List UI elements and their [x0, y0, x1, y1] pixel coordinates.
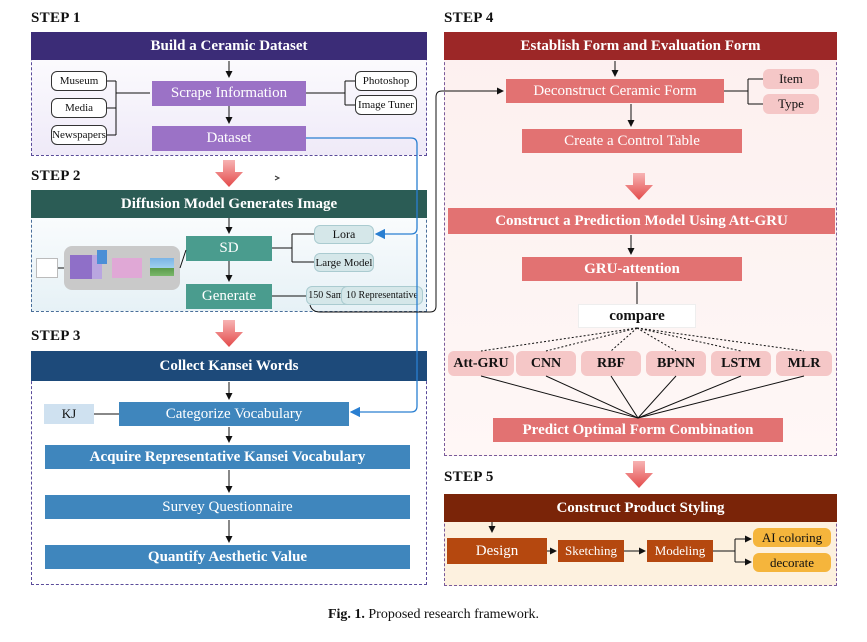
encoder-tail-block — [92, 255, 102, 279]
source-media: Media — [51, 98, 107, 118]
lora-connector — [272, 233, 314, 263]
step2-banner: Diffusion Model Generates Image — [31, 190, 427, 218]
tool-photoshop: Photoshop — [355, 71, 417, 91]
control-table-box: Create a Control Table — [522, 129, 742, 153]
step3-banner: Collect Kansei Words — [31, 351, 427, 381]
dataset-to-categorize-connector — [349, 234, 418, 418]
model-att-gru: Att-GRU — [448, 351, 514, 376]
step1-label: STEP 1 — [31, 10, 81, 26]
survey-questionnaire-box: Survey Questionnaire — [45, 495, 410, 519]
sketching-box: Sketching — [558, 540, 624, 562]
kj-box: KJ — [44, 404, 94, 424]
dataset-box: Dataset — [152, 126, 306, 151]
modeling-fork — [713, 539, 736, 562]
source-newspapers: Newspapers — [51, 125, 107, 145]
type-box: Type — [763, 94, 819, 114]
step3-label: STEP 3 — [31, 328, 81, 344]
tool-image-tuner: Image Tuner — [355, 95, 417, 115]
generate-box: Generate — [186, 284, 272, 309]
lora-box: Lora — [314, 225, 374, 244]
source-museum: Museum — [51, 71, 107, 91]
sd-box: SD — [186, 236, 272, 261]
step2-label: STEP 2 — [31, 168, 81, 184]
large-model-box: Large Model — [314, 253, 374, 272]
pipeline-connector — [179, 249, 187, 269]
deconstruct-form-box: Deconstruct Ceramic Form — [506, 79, 724, 103]
step4-banner: Establish Form and Evaluation Form — [444, 32, 837, 60]
quantify-aesthetic-box: Quantify Aesthetic Value — [45, 545, 410, 569]
scrape-information-box: Scrape Information — [152, 81, 306, 106]
model-bpnn: BPNN — [646, 351, 706, 376]
acquire-vocabulary-box: Acquire Representative Kansei Vocabulary — [45, 445, 410, 469]
ai-coloring-box: AI coloring — [753, 528, 831, 547]
latent-grid-icon — [97, 250, 107, 264]
diffusion-block — [112, 258, 142, 278]
figure-caption: Fig. 1. Proposed research framework. — [0, 607, 867, 623]
model-mlr: MLR — [776, 351, 832, 376]
samples-to-deconstruct-connector — [309, 87, 504, 313]
step5-banner: Construct Product Styling — [444, 494, 837, 522]
modeling-box: Modeling — [647, 540, 713, 562]
categorize-vocabulary-box: Categorize Vocabulary — [119, 402, 349, 426]
step4-label: STEP 4 — [444, 10, 494, 26]
item-type-connector — [724, 78, 763, 105]
step1-banner: Build a Ceramic Dataset — [31, 32, 427, 60]
compare-fanout-lines — [480, 327, 805, 352]
representative-box: 10 Representative — [341, 286, 423, 305]
compare-box: compare — [578, 304, 696, 328]
red-arrow-step2-to-3 — [215, 320, 243, 347]
red-arrow-step1-to-2 — [215, 160, 243, 187]
decorate-box: decorate — [753, 553, 831, 572]
construct-model-box: Construct a Prediction Model Using Att-G… — [448, 208, 835, 234]
dataset-to-lora-connector — [306, 137, 418, 240]
landscape-image-icon — [150, 258, 174, 276]
gru-attention-box: GRU-attention — [522, 257, 742, 281]
design-box: Design — [447, 538, 547, 564]
predict-combination-box: Predict Optimal Form Combination — [493, 418, 783, 442]
text-encoder-block — [70, 255, 92, 279]
step5-label: STEP 5 — [444, 469, 494, 485]
model-rbf: RBF — [581, 351, 641, 376]
sources-connector — [107, 80, 150, 136]
red-arrow-table-to-construct — [625, 173, 653, 200]
figure-caption-text: Proposed research framework. — [368, 607, 540, 622]
figure-number: Fig. 1. — [327, 607, 365, 622]
model-cnn: CNN — [516, 351, 576, 376]
tools-connector — [306, 80, 355, 106]
models-to-predict-lines — [480, 375, 805, 419]
red-arrow-step4-to-5 — [625, 461, 653, 488]
text-prompt-thumbnail — [36, 258, 58, 278]
model-lstm: LSTM — [711, 351, 771, 376]
item-box: Item — [763, 69, 819, 89]
small-cursor-mark — [274, 175, 281, 181]
